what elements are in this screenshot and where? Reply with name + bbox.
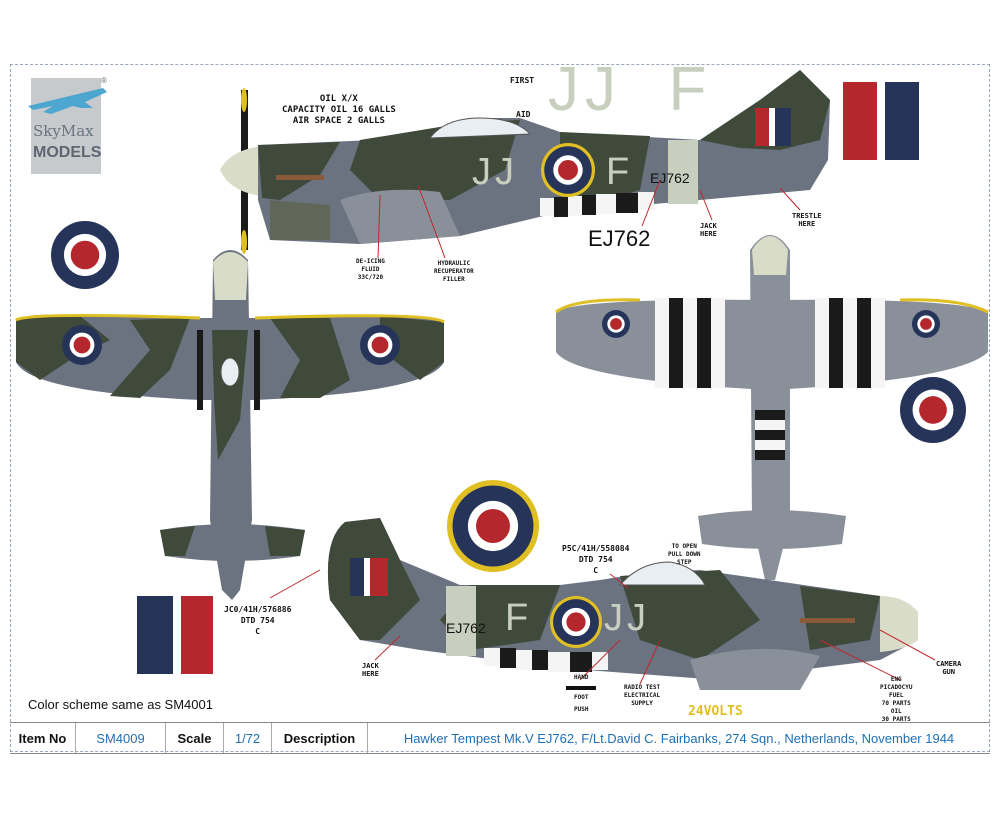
sky-band — [668, 140, 698, 204]
serial-fuselage: EJ762 — [650, 170, 690, 186]
code-letter-lower: F — [505, 597, 529, 639]
fuselage-roundel-large — [447, 480, 539, 572]
underside-view-planform — [555, 235, 989, 580]
upper-roundel-left — [51, 221, 119, 289]
hand-foot-divider — [566, 686, 596, 690]
item-no-label: Item No — [10, 723, 76, 753]
stencil-hydraulic: HYDRAULIC RECUPERATOR FILLER — [434, 260, 474, 283]
description-value: Hawker Tempest Mk.V EJ762, F/Lt.David C.… — [403, 730, 955, 746]
skymax-logo: SkyMax MODELS — [28, 78, 107, 174]
description-label: Description — [272, 723, 368, 753]
logo-text-skymax: SkyMax — [33, 122, 94, 140]
stencil-trestle-here: TRESTLE HERE — [792, 212, 822, 228]
stencil-eng: ENG PICADOCYU FUEL 70 PARTS OIL 30 PARTS — [880, 676, 913, 723]
scale-label: Scale — [166, 723, 224, 753]
fin-flash-large-bottom — [137, 596, 213, 674]
spinner — [220, 146, 262, 196]
invasion-stripes-lower — [484, 648, 608, 672]
item-no-value: SM4009 — [76, 723, 166, 753]
top-view-planform — [15, 250, 445, 600]
code-letter-fuselage: F — [606, 151, 630, 193]
stencil-push: PUSH — [574, 706, 589, 713]
aircraft-profiles — [15, 70, 989, 690]
stencil-aid: AID — [516, 110, 531, 119]
stencil-de-icing: DE-ICING FLUID 33C/720 — [356, 258, 385, 281]
code-letters-fuselage: JJ — [472, 151, 518, 193]
info-table: Item No SM4009 Scale 1/72 Description Ha… — [10, 722, 990, 754]
stencil-first: FIRST — [510, 76, 535, 85]
sheet-frame — [10, 64, 990, 752]
stencil-jc0: JC0/41H/576886 DTD 754 C — [224, 605, 292, 636]
stencil-to-open: TO OPEN PULL DOWN STEP — [668, 543, 701, 566]
stencil-foot: FOOT — [574, 694, 589, 701]
stencil-camera-gun: CAMERA GUN — [936, 660, 962, 676]
stencil-jack-here-lower: JACK HERE — [362, 662, 379, 678]
invasion-stripes — [540, 192, 654, 217]
logo-text-models: MODELS — [33, 144, 102, 161]
stencil-hand: HAND — [574, 674, 589, 681]
side-view-right-profile — [327, 518, 918, 690]
fin-flash-large-top — [843, 82, 919, 160]
lower-roundel-right — [900, 377, 966, 443]
stencil-oil: OIL X/X CAPACITY OIL 16 GALLS AIR SPACE … — [282, 94, 396, 126]
canopy — [428, 117, 532, 139]
color-scheme-note: Color scheme same as SM4001 — [28, 697, 213, 712]
stencil-jack-here-top: JACK HERE — [700, 222, 717, 238]
stencil-p5c: P5C/41H/558084 DTD 754 C — [562, 544, 630, 575]
serial-lower: EJ762 — [446, 620, 486, 636]
stencil-24volts: 24VOLTS — [688, 704, 743, 719]
leader-lines — [269, 179, 936, 685]
registered-mark: ® — [101, 76, 107, 85]
scale-value: 1/72 — [224, 723, 272, 753]
stencil-radio-test: RADIO TEST ELECTRICAL SUPPLY — [624, 684, 661, 707]
side-view-left-profile — [220, 70, 830, 254]
code-letters-lower: JJ — [604, 597, 650, 639]
code-letters-large: JJ F — [548, 55, 713, 124]
plane-logo-icon — [28, 88, 107, 114]
serial-callout: EJ762 — [588, 226, 651, 251]
underwing-stripes — [655, 298, 885, 388]
